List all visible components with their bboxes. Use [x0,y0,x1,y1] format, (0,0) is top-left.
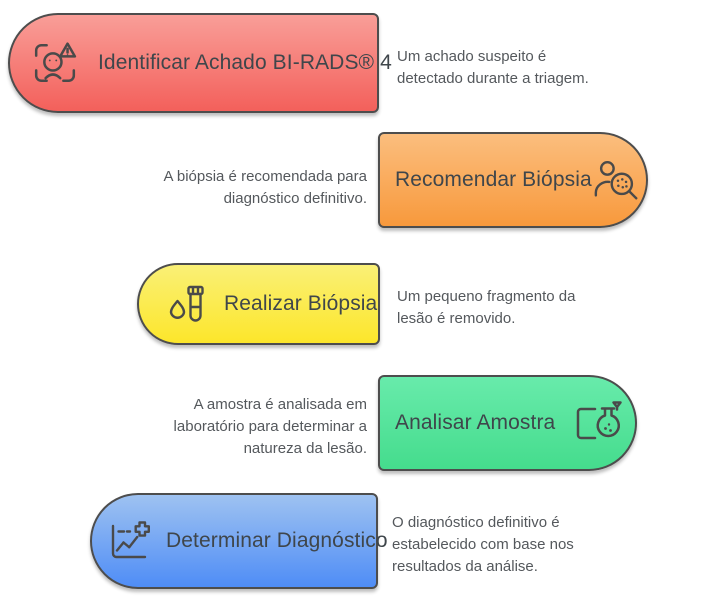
step-title: Determinar Diagnóstico [166,529,388,552]
step-description: A amostra é analisada em laboratório par… [173,396,367,457]
step-description: A biópsia é recomendada para diagnóstico… [163,168,367,207]
droplet-test-tube-icon [165,282,207,326]
step-title: Recomendar Biópsia [395,168,592,191]
step-card-analisar-amostra: Analisar Amostra [378,375,637,471]
face-scan-alert-icon [32,40,78,86]
step-description: Um pequeno fragmento da lesão é removido… [397,288,576,327]
step-card-recomendar-biopsia: Recomendar Biópsia [378,132,648,228]
person-sample-search-icon [592,157,642,203]
diagnosis-chart-icon [106,519,152,563]
step-description: O diagnóstico definitivo é estabelecido … [392,514,574,575]
step-card-identificar-achado: Identificar Achado BI-RADS® 4 [8,13,392,113]
step-card-realizar-biopsia: Realizar Biópsia [137,263,380,345]
step-description: Um achado suspeito é detectado durante a… [397,48,589,87]
step-title: Realizar Biópsia [224,292,378,315]
step-title: Analisar Amostra [395,411,556,434]
flask-document-icon [571,400,625,446]
step-title: Identificar Achado BI-RADS® 4 [98,51,392,74]
step-card-determinar-diagnostico: Determinar Diagnóstico [90,493,388,589]
